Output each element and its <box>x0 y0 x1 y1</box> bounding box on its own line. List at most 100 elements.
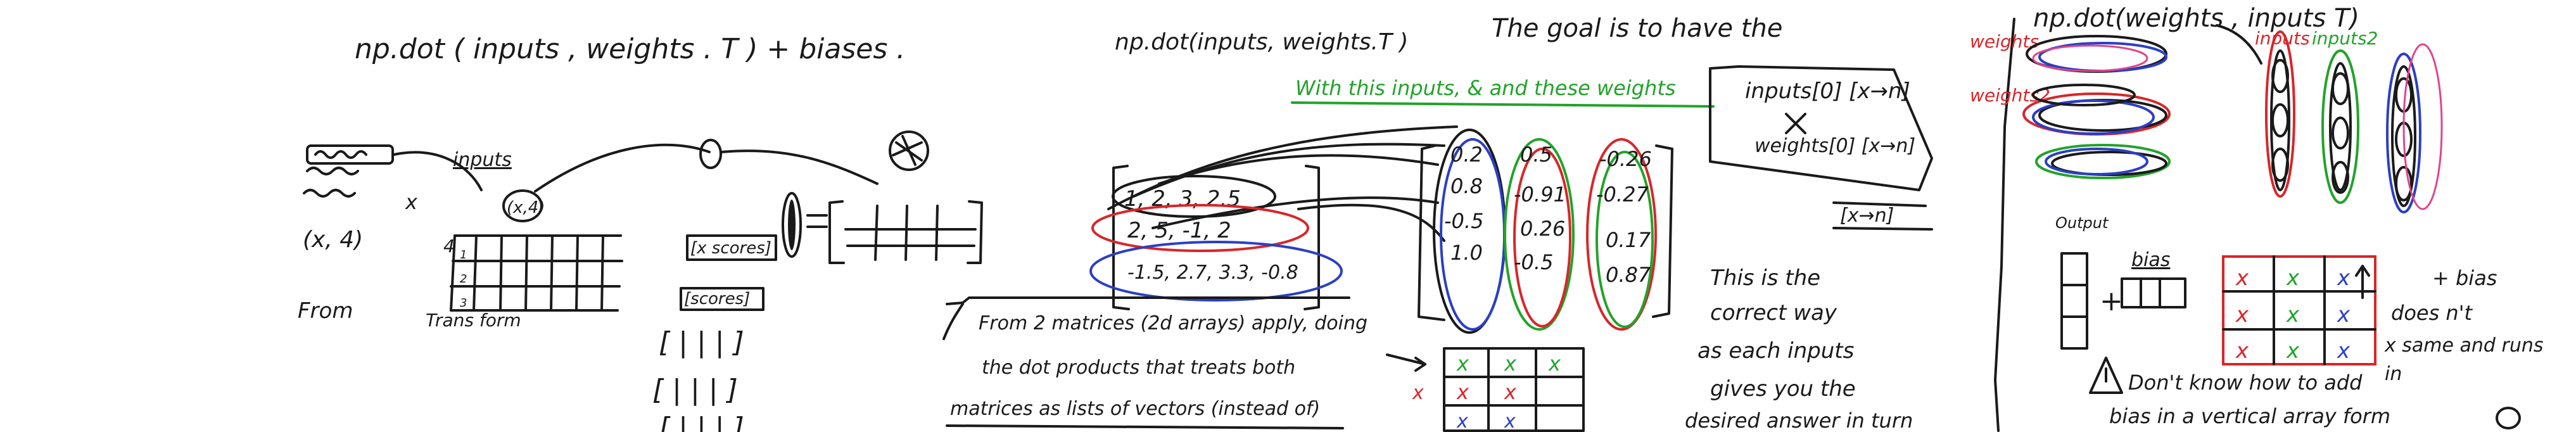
arrow-to-inputs <box>393 151 483 191</box>
input-grid: 1 2 3 <box>450 234 623 312</box>
correct-line-2: correct way <box>1710 300 1837 326</box>
w-col2-r4: -0.5 <box>1514 250 1553 274</box>
divider-line <box>1994 18 2015 432</box>
note-line-3: matrices as lists of vectors (instead of… <box>950 398 1320 420</box>
row-ellipse-2 <box>1091 204 1309 252</box>
inputs-label-1: inputs <box>2255 28 2310 49</box>
grid-mark-7: x <box>2235 338 2249 364</box>
col-ellipse-3 <box>1586 138 1657 331</box>
green-underline <box>1291 101 1715 108</box>
bias-row <box>2121 277 2186 308</box>
section-2: np.dot(inputs, weights.T ) The goal is t… <box>942 14 1933 432</box>
result-x-3: x <box>1548 352 1561 376</box>
result-grid-2: x x x x x x x x <box>1412 347 1585 432</box>
result-grid <box>828 200 983 264</box>
right-note-3: x same and runs <box>2384 334 2544 357</box>
dot-ellipse-fill <box>788 200 796 250</box>
stack-item-5: [ | | | ] <box>659 412 744 432</box>
grid-mark-5: x <box>2286 302 2300 327</box>
matrix-row-3: -1.5, 2.7, 3.3, -0.8 <box>1127 262 1298 284</box>
w-col3-r4: 0.87 <box>1606 263 1651 287</box>
correct-line-4: gives you the <box>1710 376 1856 402</box>
col-ellipse-1b <box>1440 138 1506 331</box>
output-column <box>2060 252 2088 350</box>
grid-mark-9: x <box>2337 338 2351 364</box>
goal-box: inputs[0] [x→n] weights[0] [x→n] [x→n] <box>1709 65 1933 231</box>
x-mark <box>1785 113 1806 134</box>
w-col2-r2: -0.91 <box>1514 182 1566 206</box>
arrow-e <box>1297 203 1445 242</box>
col-ellipse-3b <box>1596 151 1654 328</box>
box-line-2: weights[0] [x→n] <box>1754 135 1915 157</box>
inputs-matrix: 1, 2, 3, 2.5 2, 5, -1, 2 -1.5, 2.7, 3.3,… <box>1089 165 1343 310</box>
equal-sign <box>806 214 828 228</box>
weights-matrix: 0.2 0.8 -0.5 1.0 0.5 -0.91 0.26 -0.5 -0.… <box>1418 129 1673 334</box>
four-label: 4 <box>443 236 455 257</box>
box-line-3: [x→n] <box>1840 205 1894 227</box>
row-ellipse-3 <box>1089 241 1343 302</box>
stack-item-3: [ | | | ] <box>659 326 744 359</box>
w-col1-r4: 1.0 <box>1450 241 1483 265</box>
correct-line-5: desired answer in turn <box>1685 409 1913 432</box>
stack-column: [x scores] [scores] [ | | | ] [ | | | ] … <box>652 234 777 432</box>
row-num-3: 3 <box>460 296 467 310</box>
arrow-d <box>1152 196 1439 229</box>
warning-line-1: Don't know how to add <box>2128 371 2363 395</box>
plus-sign: + <box>2100 285 2123 317</box>
col-ellipse-2 <box>1504 138 1575 331</box>
grid-mark-6: x <box>2337 302 2351 327</box>
grid-mark-1: x <box>2235 265 2249 291</box>
inputs-cols <box>2265 30 2443 213</box>
arrow-c <box>1158 154 1439 185</box>
output-grid: x x x x x x x x x <box>2222 255 2376 365</box>
warning-line-2: bias in a vertical array form <box>2109 404 2390 428</box>
stack-item-4: [ | | | ] <box>652 374 738 406</box>
arrow-3 <box>2216 24 2262 65</box>
w-col3-r3: 0.17 <box>1606 228 1651 252</box>
dot-ellipse <box>782 192 802 258</box>
shape-label: (x, 4) <box>303 227 363 253</box>
input-row-3 <box>303 189 356 198</box>
row-num-2: 2 <box>460 272 467 286</box>
result-x-1: x <box>1456 352 1469 376</box>
circle-x4 <box>502 189 543 222</box>
grid-mark-3: x <box>2337 265 2351 291</box>
w-col3-r2: -0.27 <box>1596 182 1649 206</box>
scribble-end <box>2496 407 2521 429</box>
grid-mark-4: x <box>2235 302 2249 327</box>
col-ellipse-2b <box>1513 148 1571 327</box>
section-3: np.dot(weights , inputs T) weights weigh… <box>1970 4 2544 432</box>
w-col2-r3: 0.26 <box>1520 217 1565 241</box>
right-note-4: in <box>2385 363 2402 385</box>
to-label: Trans form <box>426 310 521 331</box>
warning-icon <box>2089 357 2123 394</box>
w-col1-r3: -0.5 <box>1444 209 1483 233</box>
output-label: Output <box>2055 214 2109 232</box>
curve-right <box>721 149 879 185</box>
input-row-2 <box>306 167 359 175</box>
matrix-row-2: 2, 5, -1, 2 <box>1127 218 1231 243</box>
shape-label-circled: (x,4) <box>507 198 545 217</box>
x-label: x <box>405 190 418 214</box>
note-line-1: From 2 matrices (2d arrays) apply, doing <box>979 312 1367 334</box>
bias-label: bias <box>2131 249 2170 271</box>
formula-dot-product: np.dot ( inputs , weights . T ) + biases… <box>355 33 905 65</box>
w-col2-r1: 0.5 <box>1520 143 1552 167</box>
section-1: np.dot ( inputs , weights . T ) + biases… <box>298 33 983 432</box>
scribble-ball <box>889 130 929 171</box>
w-col1-r1: 0.2 <box>1450 143 1483 167</box>
grid-mark-8: x <box>2286 338 2300 364</box>
input-vector-scribble <box>314 150 367 159</box>
stack-item-2: [scores] <box>684 289 750 308</box>
formula-2: np.dot(inputs, weights.T ) <box>1115 29 1408 55</box>
result-x-red-a: x <box>1412 382 1424 404</box>
inputs-label-2: inputs2 <box>2312 28 2378 49</box>
row-ellipse-1 <box>1112 175 1276 218</box>
curve-to-circle <box>534 143 711 193</box>
row-num-1: 1 <box>460 248 467 262</box>
right-note-1: + bias <box>2432 266 2497 290</box>
box-line-1: inputs[0] [x→n] <box>1745 79 1910 104</box>
from-label: From <box>298 298 353 324</box>
input-vector-box <box>306 144 394 165</box>
formula-3: np.dot(weights , inputs T) <box>2033 4 2359 33</box>
